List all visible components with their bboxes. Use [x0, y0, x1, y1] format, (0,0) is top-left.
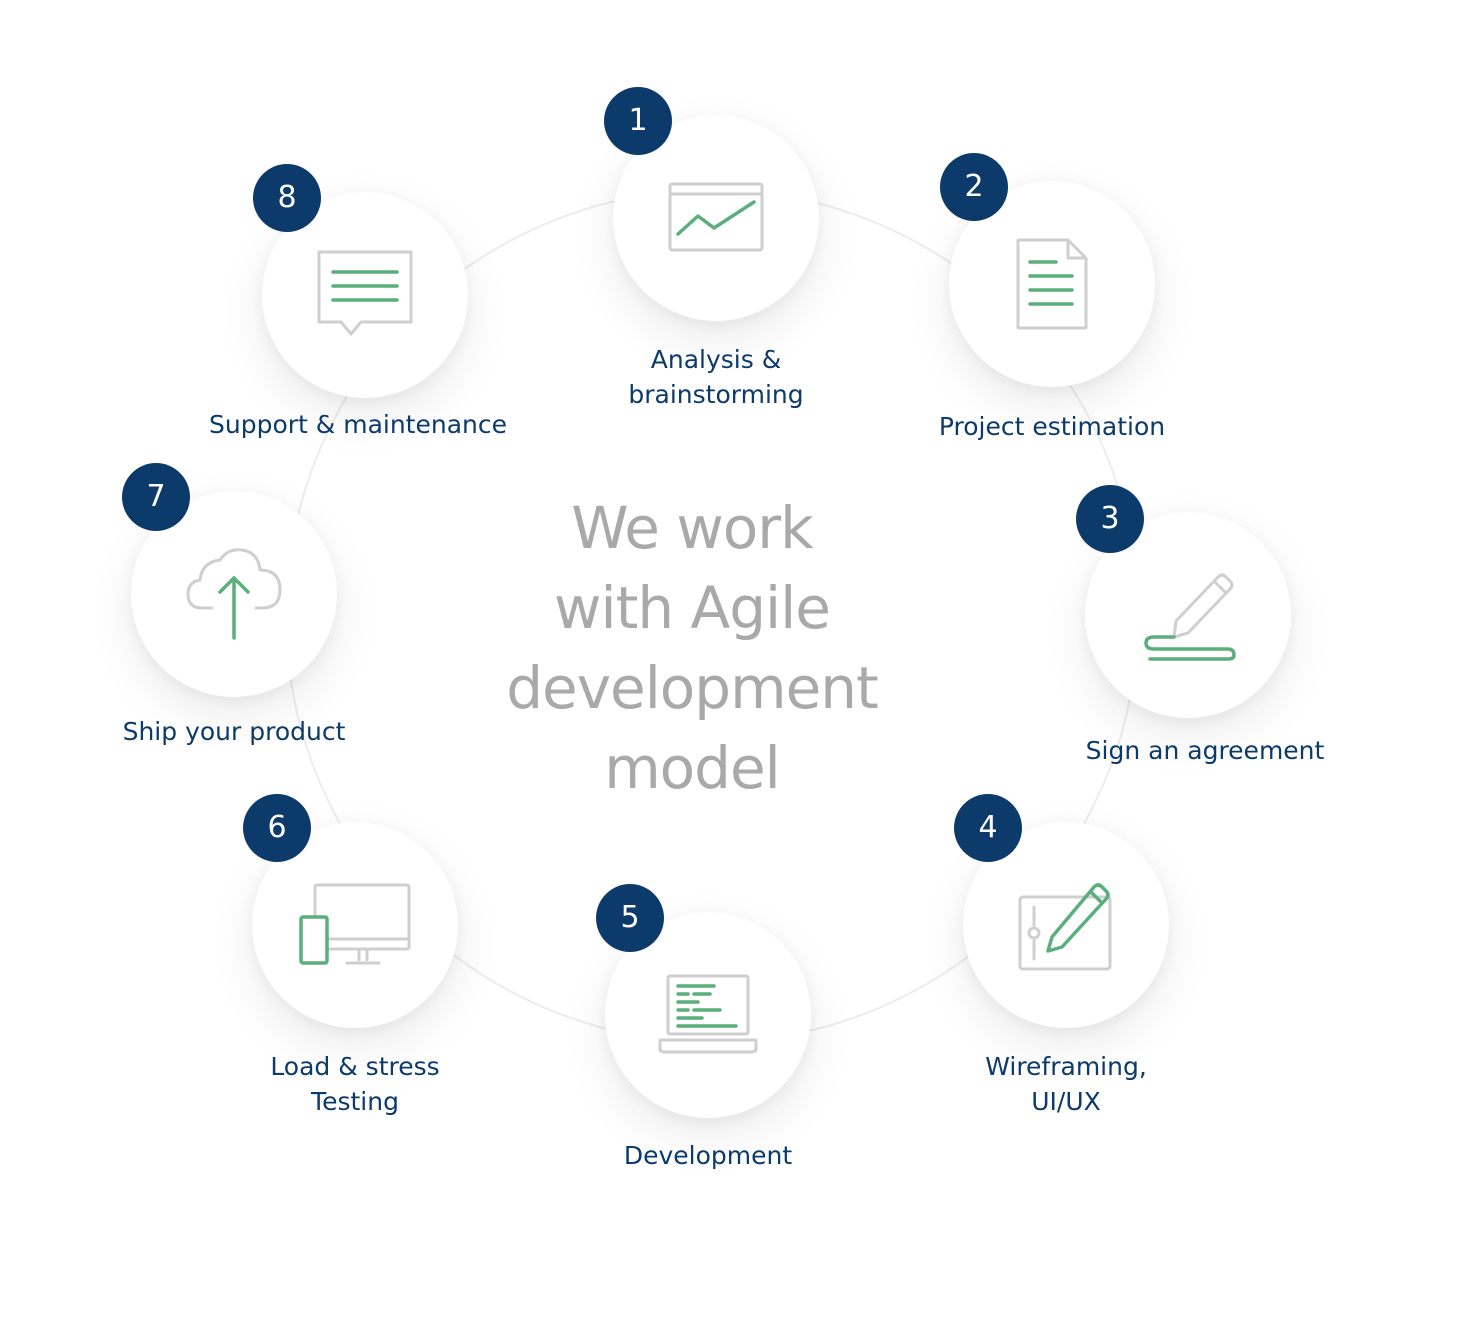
step-7-label: Ship your product: [122, 717, 346, 746]
step-8-label: Support & maintenance: [209, 410, 507, 439]
step-4-label: Wireframing, UI/UX: [985, 1052, 1147, 1116]
step-7-number: 7: [122, 463, 190, 531]
devices-icon: [299, 883, 411, 965]
step-2-label: Project estimation: [938, 412, 1166, 441]
step-2-number: 2: [940, 153, 1008, 221]
step-3-label: Sign an agreement: [1085, 736, 1325, 765]
title-line: model: [604, 734, 781, 802]
step-5-number: 5: [596, 884, 664, 952]
document-icon: [1016, 238, 1088, 330]
step-1-label: Analysis & brainstorming: [628, 345, 804, 409]
step-1-number: 1: [604, 87, 672, 155]
cloud-upload-icon: [186, 548, 282, 640]
step-5-label: Development: [623, 1141, 793, 1170]
chart-icon: [668, 182, 764, 252]
title-line: We work: [571, 494, 813, 562]
step-6-number: 6: [243, 794, 311, 862]
step-6-label: Load & stress Testing: [270, 1052, 440, 1116]
step-8-number: 8: [253, 164, 321, 232]
step-4-number: 4: [954, 794, 1022, 862]
title-line: with Agile: [554, 574, 831, 642]
diagram-title: We work with Agile development model: [492, 488, 892, 808]
chat-bubble-icon: [317, 250, 413, 336]
signature-pen-icon: [1144, 573, 1236, 661]
laptop-code-icon: [658, 974, 758, 1054]
title-line: development: [506, 654, 879, 722]
drawing-tablet-icon: [1018, 883, 1112, 971]
step-3-number: 3: [1076, 485, 1144, 553]
